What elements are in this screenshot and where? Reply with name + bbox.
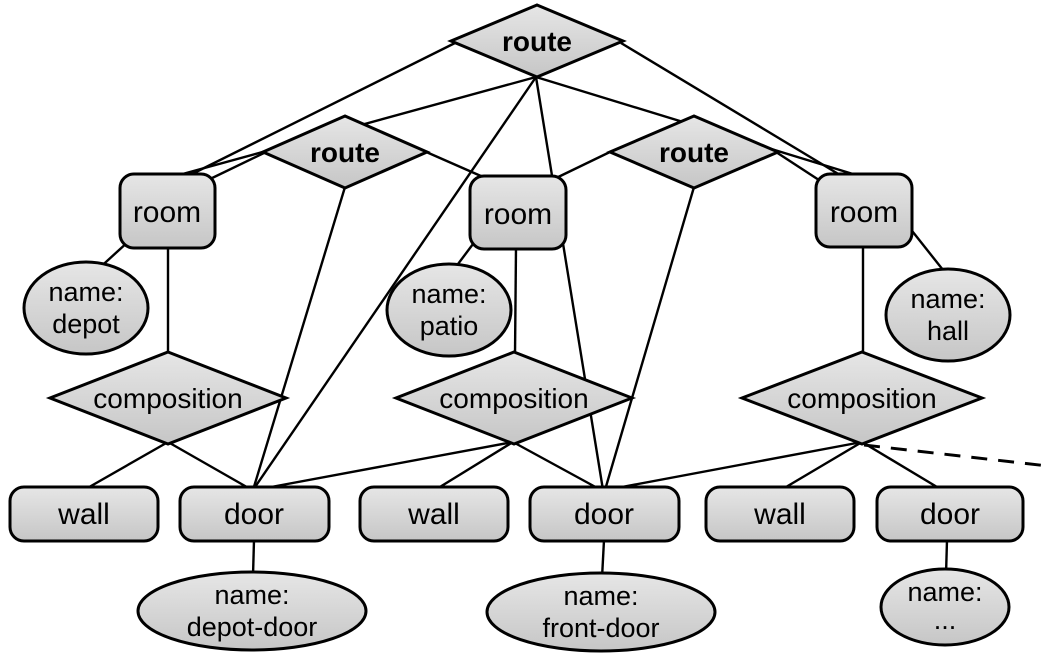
room-right-label: room [830,196,898,229]
edge-routeright-door2 [603,186,696,491]
name-depot-door-ellipse [136,570,368,652]
edge-compositionleft-door1 [167,440,253,492]
name-depot-door-line1: name: [214,580,289,610]
edge-routeleft-roomleft [207,150,267,182]
name-patio-line1: name: [411,279,486,309]
edge-routetop-roomright-a [620,41,846,180]
room-middle-rect [468,174,568,251]
route-top-label: route [502,26,572,57]
ellipse-layer [22,260,1012,653]
composition-middle-diamond [391,350,637,446]
edge-compositionright-door2 [605,440,863,492]
composition-right-label: composition [787,383,936,414]
composition-middle-label: composition [439,383,588,414]
door-2-rect [528,485,681,543]
name-depot-ellipse [22,260,150,356]
route-right-label: route [659,137,729,168]
composition-left-diamond [45,350,291,446]
door-1-label: door [224,498,284,531]
name-patio-line2: patio [420,311,479,341]
name-depot-line1: name: [48,277,123,307]
edge-door1-namedepotdoor [251,539,256,577]
room-left-rect [118,172,217,250]
rect-layer [8,172,1025,543]
wall-3-label: wall [753,498,806,531]
room-middle-label: room [484,198,552,231]
name-ellipsis-line1: name: [907,577,982,607]
edge-compositionleft-wall1 [83,440,169,492]
edge-compositionright-more-dashed [863,443,1049,468]
name-hall-ellipse [884,267,1012,363]
room-left-label: room [133,196,201,229]
edge-routetop-door1 [252,76,537,491]
edge-routeleft-roommiddle [423,149,491,182]
edge-routetop-roomleft-a [183,41,456,180]
wall-1-label: wall [57,498,110,531]
name-front-door-ellipse [485,571,717,653]
wall-1-rect [8,485,160,543]
name-hall-line2: hall [927,316,969,346]
edge-routetop-door2 [534,76,605,491]
route-top-diamond [447,3,627,79]
name-patio-ellipse [385,262,513,358]
wall-3-rect [704,485,856,543]
edge-compositionright-door3 [861,440,943,492]
composition-left-label: composition [93,383,242,414]
edge-compositionmiddle-wall2 [434,440,514,492]
door-3-label: door [920,498,980,531]
route-left-diamond [259,114,431,190]
name-depot-door-line2: depot-door [187,612,318,642]
wall-2-rect [358,485,510,543]
name-depot-line2: depot [52,309,120,339]
door-3-rect [875,485,1025,543]
door-2-label: door [574,498,634,531]
route-left-label: route [310,137,380,168]
name-front-door-line1: name: [563,581,638,611]
name-ellipsis-line2: ... [934,605,957,635]
edge-layer [83,41,1049,579]
wall-2-label: wall [407,498,460,531]
route-right-diamond [606,114,782,190]
diamond-layer [45,3,987,446]
edge-roommiddle-compositionmiddle [513,246,518,356]
edge-compositionmiddle-door1 [254,440,514,492]
name-hall-line1: name: [910,284,985,314]
composition-right-diamond [737,350,987,446]
edge-compositionright-wall3 [780,440,863,492]
edge-routeright-roommiddle [551,149,613,182]
label-layer: route route route room room room composi… [48,26,985,643]
edge-routeleft-door1 [251,186,347,491]
door-1-rect [178,485,331,543]
edge-routeright-roomright [775,150,823,184]
name-front-door-line2: front-door [542,613,659,643]
name-ellipsis-ellipse [879,567,1011,647]
edge-compositionmiddle-door2 [512,440,602,492]
room-right-rect [814,172,914,249]
